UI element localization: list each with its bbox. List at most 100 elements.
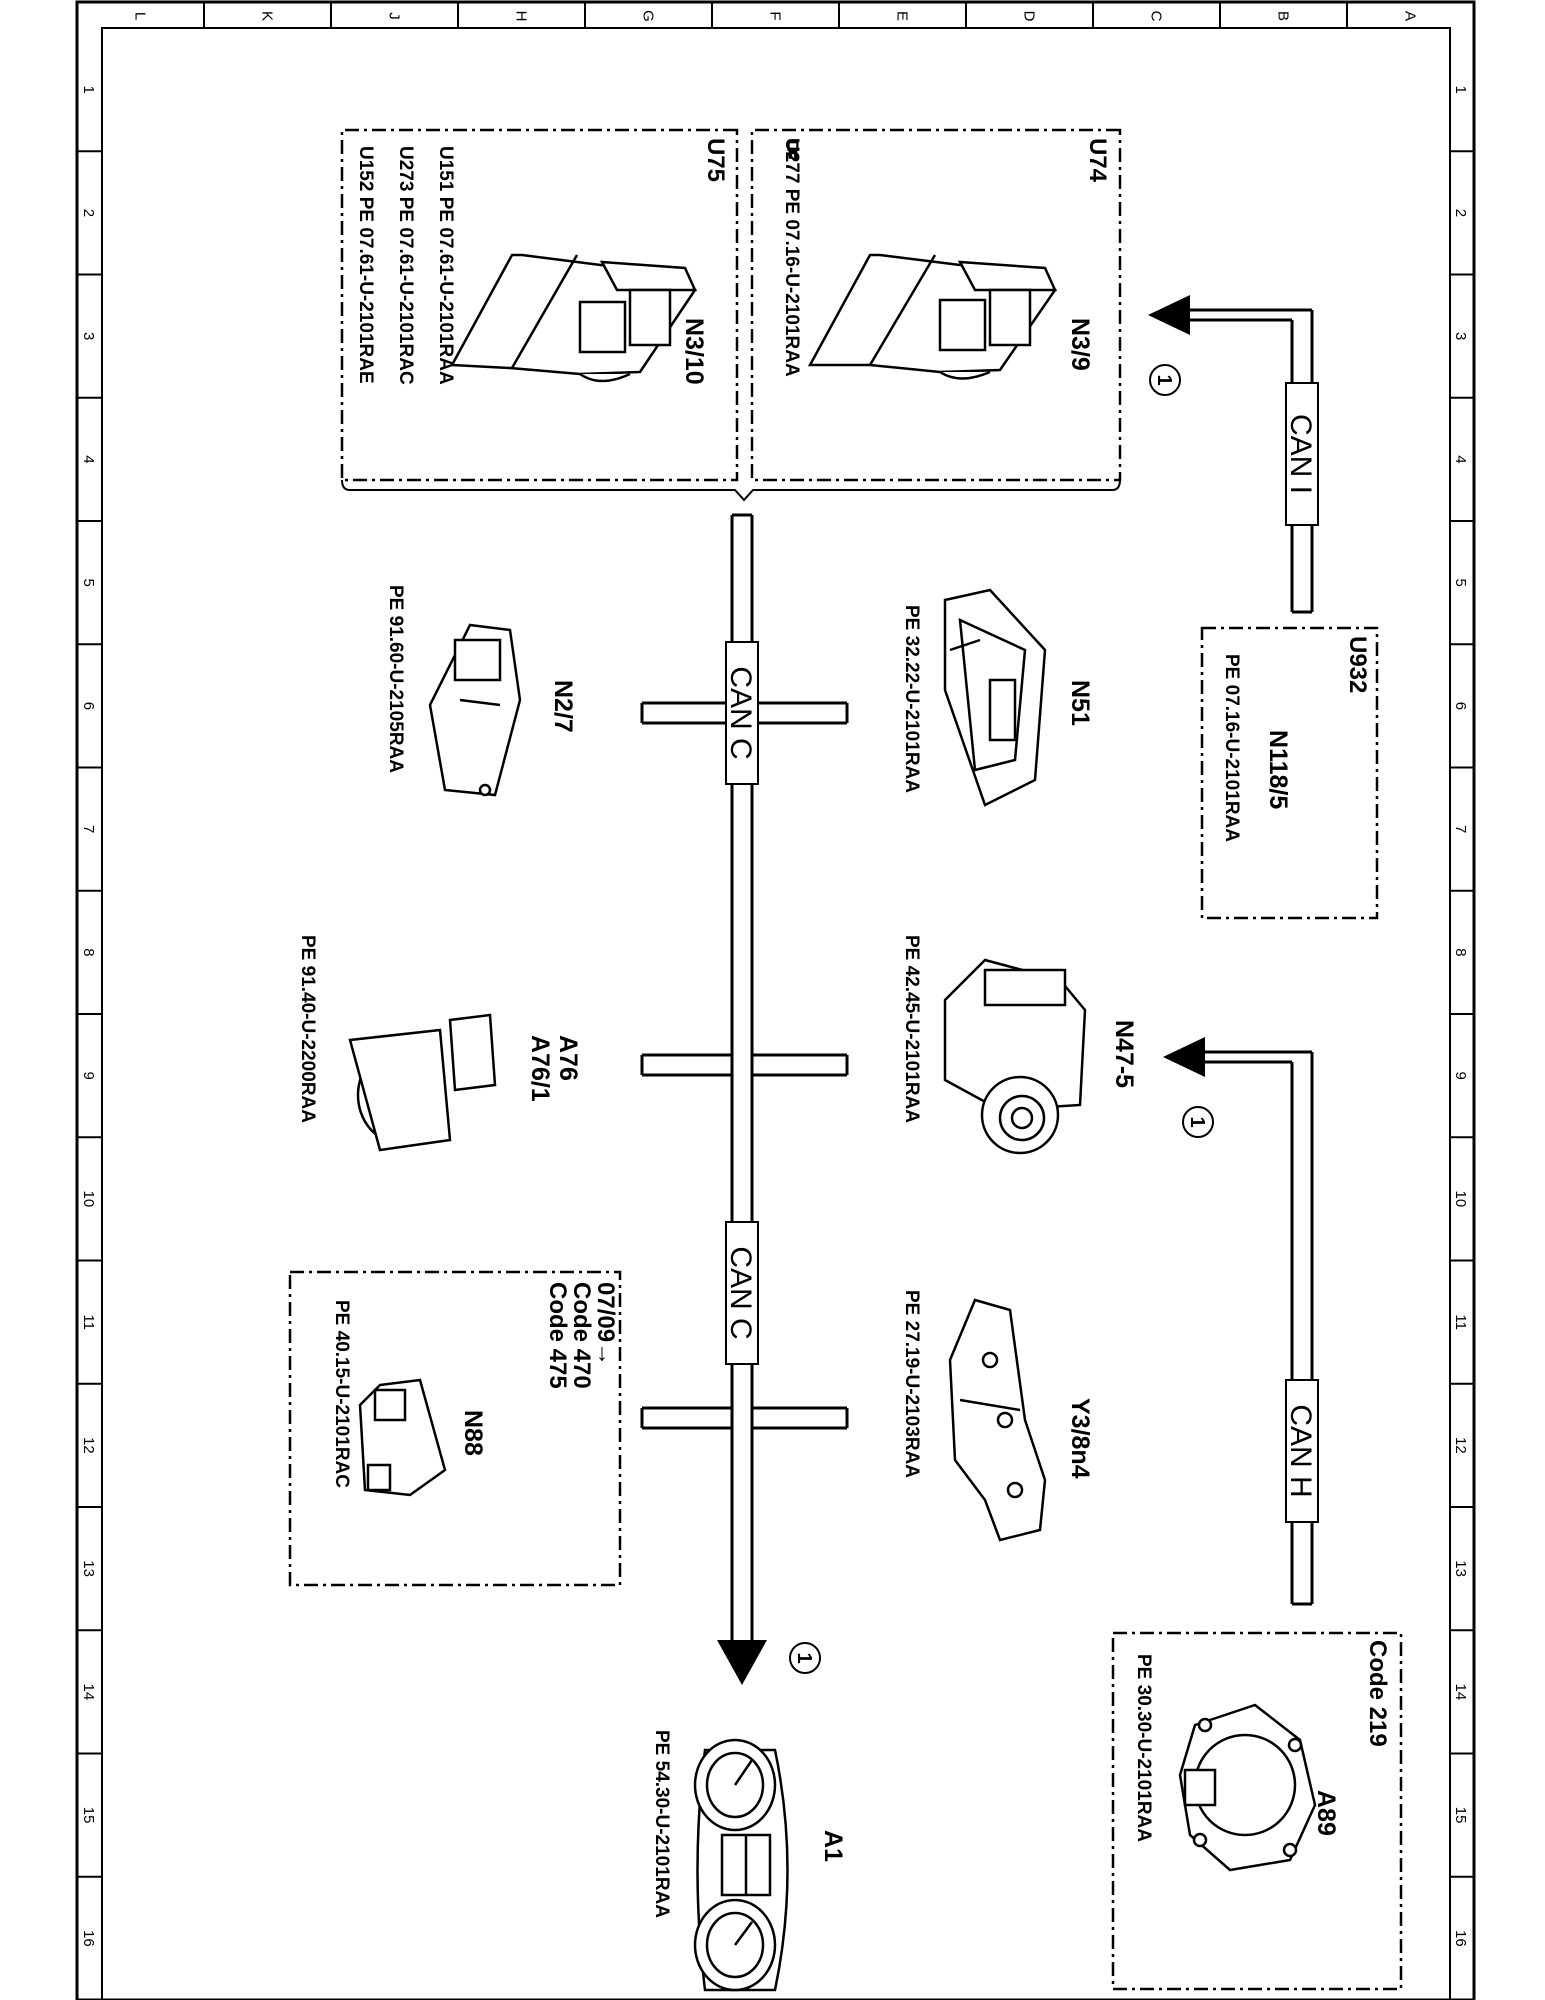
u74-ref: U277 PE 07.16-U-2101RAA: [781, 138, 802, 377]
row-label: 14: [1452, 1684, 1469, 1701]
column-label: A: [1402, 11, 1419, 21]
row-label: 15: [1452, 1807, 1469, 1824]
n2-7-label: N2/7: [549, 680, 577, 733]
row-label: 1: [80, 85, 97, 93]
control-unit-icon: [428, 623, 522, 797]
row-label: 2: [80, 209, 97, 217]
y3-8n4-label: Y3/8n4: [1066, 1398, 1094, 1479]
y3-8n4-ref: PE 27.19-U-2103RAA: [901, 1290, 922, 1478]
a76-label: A76: [554, 1035, 582, 1081]
group-boxes: [288, 128, 1403, 1991]
u932-group: U932 N118/5 PE 07.16-U-2101RAA: [1221, 636, 1371, 842]
n3-10-label: N3/10: [680, 318, 708, 385]
a76-ref: PE 91.40-U-2200RAA: [297, 935, 318, 1123]
n47-5-ref: PE 42.45-U-2101RAA: [901, 935, 922, 1123]
row-label: 8: [1452, 948, 1469, 956]
a89-group: Code 219 A89 PE 30.30-U-2101RAA: [1133, 1640, 1391, 1872]
can-c-lower-label: CAN C: [724, 1221, 759, 1365]
u75-box: [340, 128, 739, 482]
n47-5-component: N47-5 PE 42.45-U-2101RAA: [901, 935, 1138, 1155]
instrument-cluster-icon: [693, 1738, 789, 1992]
row-label: 13: [80, 1560, 97, 1577]
row-label: 12: [80, 1437, 97, 1454]
row-label: 8: [80, 948, 97, 956]
row-label: 11: [1452, 1314, 1469, 1330]
can-i-label-text: CAN I: [1284, 414, 1317, 494]
n88-group: 07/09→ Code 470 Code 475 N88 PE 40.15-U-…: [331, 1282, 619, 1497]
n88-box: [288, 1270, 622, 1587]
row-label: 6: [1452, 702, 1469, 710]
n88-box-line-2: Code 470: [568, 1282, 595, 1389]
a76-1-label: A76/1: [526, 1035, 554, 1102]
n88-ref: PE 40.15-U-2101RAC: [331, 1300, 352, 1488]
a1-label: A1: [819, 1830, 847, 1862]
can-h-label: CAN H: [1284, 1379, 1319, 1523]
n51-component: N51 PE 32.22-U-2101RAA: [901, 588, 1094, 807]
a76-component: A76 A76/1 PE 91.40-U-2200RAA: [297, 935, 582, 1152]
row-label: 9: [1452, 1071, 1469, 1079]
seat-motor-icon: [348, 1013, 497, 1152]
n88-box-line-3: Code 475: [544, 1282, 571, 1389]
valve-body-icon: [948, 1298, 1047, 1542]
n118-5-ref: PE 07.16-U-2101RAA: [1221, 654, 1242, 842]
row-label: 16: [80, 1930, 97, 1947]
u75-group: U75 U151 PE 07.61-U-2101RAA U273 PE 07.6…: [355, 138, 729, 385]
column-label: D: [1021, 11, 1038, 22]
ecu-module-icon: [807, 253, 1057, 380]
row-label: 7: [80, 825, 97, 833]
can-c-arrowhead: [717, 1640, 767, 1685]
can-c-lower-label-text: CAN C: [724, 1246, 757, 1339]
row-label: 12: [1452, 1437, 1469, 1454]
arrowheads: [717, 295, 1205, 1685]
u75-label: U75: [702, 138, 729, 182]
n118-5-label: N118/5: [1264, 730, 1292, 809]
column-label: F: [767, 11, 784, 20]
can-i-label: CAN I: [1284, 382, 1319, 526]
row-label: 3: [80, 332, 97, 340]
row-label: 7: [1452, 825, 1469, 833]
n51-ref: PE 32.22-U-2101RAA: [901, 605, 922, 793]
column-label: G: [640, 10, 657, 22]
u74-label: U74: [1084, 138, 1111, 183]
ecu-module-icon: [449, 253, 697, 383]
column-label: C: [1148, 11, 1165, 22]
column-label: J: [386, 12, 403, 20]
u74-group: U74 U277 PE 07.16-U-2101RAA N3/9: [781, 138, 1111, 380]
u932-label: U932: [1344, 636, 1371, 693]
u75-ref-1: U151 PE 07.61-U-2101RAA: [435, 146, 456, 385]
a89-label: A89: [1312, 1790, 1340, 1836]
svg-text:1: 1: [1186, 1116, 1208, 1127]
hydraulic-unit-icon: [943, 958, 1087, 1155]
svg-text:1: 1: [1153, 374, 1175, 385]
u932-box: [1200, 626, 1379, 920]
svg-text:1: 1: [793, 1652, 815, 1663]
n3-9-label: N3/9: [1066, 318, 1094, 371]
row-label: 15: [80, 1807, 97, 1824]
row-label: 9: [80, 1071, 97, 1079]
u75-ref-2: U273 PE 07.61-U-2101RAC: [395, 146, 416, 385]
column-label: H: [513, 11, 530, 22]
n2-7-ref: PE 91.60-U-2105RAA: [385, 585, 406, 773]
row-label: 16: [1452, 1930, 1469, 1947]
row-label: 13: [1452, 1560, 1469, 1577]
n51-label: N51: [1066, 680, 1094, 726]
u74-box: [750, 128, 1122, 482]
row-label: 14: [80, 1684, 97, 1701]
n88-box-line-1: 07/09→: [592, 1282, 619, 1366]
column-label: L: [132, 12, 149, 20]
code219-box: [1111, 1631, 1403, 1991]
can-h-arrowhead: [1163, 1037, 1205, 1077]
row-label: 10: [1452, 1191, 1469, 1208]
a89-ref: PE 30.30-U-2101RAA: [1133, 1654, 1154, 1842]
column-label: K: [259, 11, 276, 21]
a1-component: A1 PE 54.30-U-2101RAA: [651, 1730, 847, 1992]
row-label: 11: [80, 1314, 97, 1330]
connector-marker: 1: [1182, 1106, 1214, 1138]
n47-5-label: N47-5: [1110, 1020, 1138, 1088]
code219-label: Code 219: [1364, 1640, 1391, 1747]
row-label: 4: [1452, 455, 1469, 463]
